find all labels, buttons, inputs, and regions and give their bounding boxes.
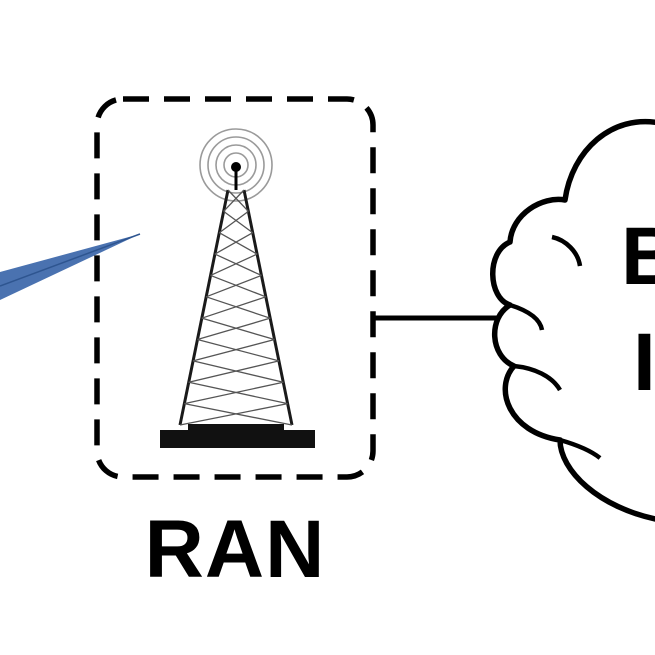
ran-boundary-box [94, 96, 376, 480]
wireless-beam-icon [0, 233, 141, 300]
cloud-icon [490, 118, 655, 522]
ran-label: RAN [144, 504, 326, 595]
cell-tower-icon [160, 128, 315, 448]
cloud-label-line-2: I [633, 317, 655, 408]
cloud-label-line-1: B [621, 211, 655, 302]
